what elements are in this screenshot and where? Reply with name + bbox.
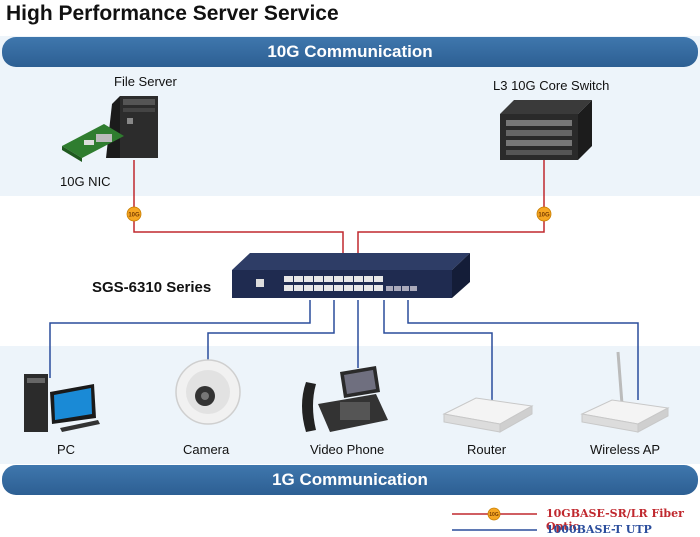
legend-utp-label: 1000BASE-T UTP xyxy=(546,523,652,536)
file-server-icon xyxy=(106,96,158,158)
wireless-ap-label: Wireless AP xyxy=(590,442,661,457)
video-phone-icon xyxy=(302,366,388,432)
nic-card-icon xyxy=(62,124,124,162)
pc-label: PC xyxy=(57,442,76,457)
utp-link-router xyxy=(383,300,493,400)
core-switch-icon xyxy=(500,100,592,160)
router-icon xyxy=(442,397,534,433)
core-switch-label: L3 10G Core Switch xyxy=(493,78,610,93)
utp-link-pc xyxy=(49,300,311,378)
legend: 10G xyxy=(452,507,537,531)
legend-fiber-label: 10GBASE-SR/LR Fiber Optic xyxy=(546,507,684,533)
sgs-6310-switch-icon xyxy=(232,253,470,298)
switch-series-label: SGS-6310 Series xyxy=(92,279,212,296)
fiber-link-file-server xyxy=(133,160,344,253)
band-1g-title: 1G Communication xyxy=(2,465,698,495)
utp-link-camera xyxy=(207,300,335,362)
nic-label: 10G NIC xyxy=(60,174,111,189)
camera-icon xyxy=(175,359,241,425)
legend-fiber-badge-text: 10G xyxy=(489,512,499,518)
video-phone-label: Video Phone xyxy=(310,442,385,457)
pc-icon xyxy=(24,374,100,432)
fiber-links xyxy=(133,160,545,253)
fiber-link-core-switch xyxy=(357,160,545,253)
utp-links xyxy=(49,300,639,400)
fiber-badge-right: 10G xyxy=(536,206,552,222)
legend-fiber-badge xyxy=(487,507,501,521)
fiber-badge-left: 10G xyxy=(126,206,142,222)
utp-link-wireless-ap xyxy=(407,300,639,400)
page-title: High Performance Server Service xyxy=(6,2,339,25)
band-10g-title: 10G Communication xyxy=(2,37,698,67)
fiber-badge-right-text: 10G xyxy=(538,213,550,219)
wireless-ap-icon xyxy=(580,351,670,433)
fiber-badge-left-text: 10G xyxy=(128,213,140,219)
file-server-label: File Server xyxy=(114,74,177,89)
camera-label: Camera xyxy=(183,442,230,457)
router-label: Router xyxy=(467,442,507,457)
